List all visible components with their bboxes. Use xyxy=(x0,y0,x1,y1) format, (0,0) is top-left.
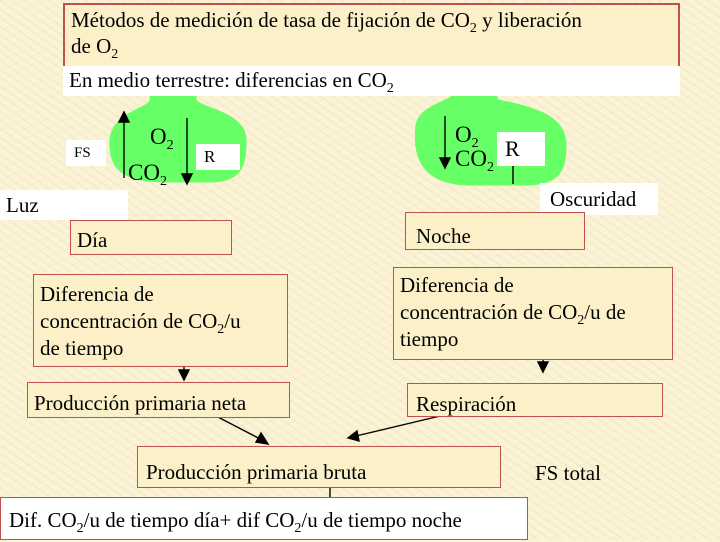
dif-right-sub: 2 xyxy=(577,313,585,328)
subtitle-sub: 2 xyxy=(386,81,394,96)
dif-left-line2: concentración de CO xyxy=(40,309,218,333)
produccion-neta-box: Producción primaria neta xyxy=(27,382,290,418)
dif-left-line1: Diferencia de xyxy=(40,282,154,306)
produccion-bruta-text: Producción primaria bruta xyxy=(146,460,367,484)
right-co2-sub: 2 xyxy=(486,160,494,175)
title-line2: de O xyxy=(71,34,112,58)
left-co2-label: CO2 xyxy=(128,160,167,189)
respiracion-text: Respiración xyxy=(416,392,517,416)
arrow-resp-to-ppb xyxy=(355,415,441,437)
fs-total-label: FS total xyxy=(535,461,601,485)
right-co2: CO xyxy=(455,146,487,171)
respiracion-box: Respiración xyxy=(407,383,663,417)
formula-sub1: 2 xyxy=(76,521,84,536)
dif-left-line3: de tiempo xyxy=(40,336,124,360)
arrow-ppn-to-ppb xyxy=(215,415,263,441)
formula-part2: /u de tiempo día+ dif CO xyxy=(83,508,295,532)
formula-sub2: 2 xyxy=(294,521,302,536)
produccion-bruta-box: Producción primaria bruta xyxy=(137,446,501,488)
left-o2-sub: 2 xyxy=(166,138,174,153)
oscuridad-label: Oscuridad xyxy=(540,183,658,215)
noche-text: Noche xyxy=(416,224,471,248)
dif-right-line2-end: /u de xyxy=(584,300,626,324)
right-o2-label: O2 xyxy=(455,122,479,151)
subtitle: En medio terrestre: diferencias en CO2 xyxy=(63,66,680,96)
left-o2: O xyxy=(150,124,167,149)
dif-right-line2: concentración de CO xyxy=(400,300,578,324)
fs-label: FS xyxy=(66,140,106,166)
left-co2: CO xyxy=(128,160,160,185)
dif-left-box: Diferencia de concentración de CO2/u de … xyxy=(33,274,288,367)
dif-left-sub: 2 xyxy=(217,322,225,337)
title-line1: Métodos de medición de tasa de fijación … xyxy=(71,8,470,32)
produccion-neta-text: Producción primaria neta xyxy=(34,391,247,415)
dif-right-line1: Diferencia de xyxy=(400,273,514,297)
noche-box: Noche xyxy=(405,212,585,250)
right-o2-sub: 2 xyxy=(471,136,479,151)
dif-right-line3: tiempo xyxy=(400,327,459,351)
dif-right-box: Diferencia de concentración de CO2/u de … xyxy=(393,267,673,360)
formula-part1: Dif. CO xyxy=(9,508,77,532)
subtitle-text: En medio terrestre: diferencias en CO xyxy=(69,68,387,92)
title-line1-sub: 2 xyxy=(469,21,477,36)
right-r-label: R xyxy=(497,132,545,166)
title-line1-end: y liberación xyxy=(476,8,582,32)
formula-box: Dif. CO2/u de tiempo día+ dif CO2/u de t… xyxy=(0,497,528,540)
luz-label: Luz xyxy=(0,190,128,220)
left-o2-label: O2 xyxy=(150,124,174,153)
dia-text: Día xyxy=(77,228,108,252)
left-r-label: R xyxy=(196,144,240,170)
title-line2-sub: 2 xyxy=(111,47,119,62)
dif-left-line2-end: /u xyxy=(224,309,241,333)
dia-box: Día xyxy=(70,220,232,255)
left-co2-sub: 2 xyxy=(159,174,167,189)
right-co2-label: CO2 xyxy=(455,146,494,175)
title-box: Métodos de medición de tasa de fijación … xyxy=(63,3,680,71)
formula-part3: /u de tiempo noche xyxy=(301,508,462,532)
right-o2: O xyxy=(455,122,472,147)
